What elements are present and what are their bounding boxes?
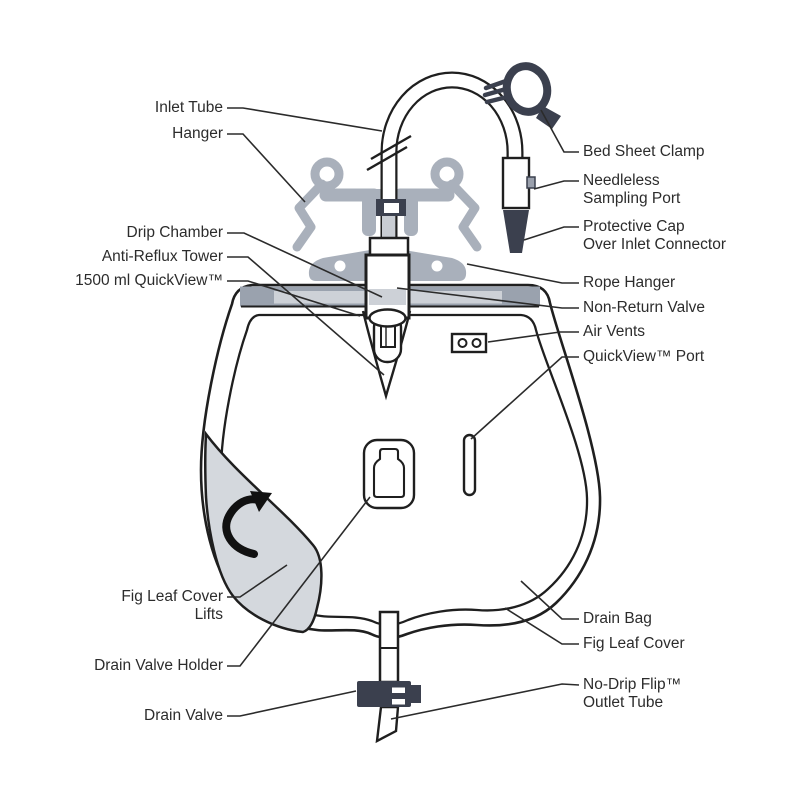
drain-valve-graphic bbox=[357, 681, 421, 707]
lift-arrow-icon bbox=[222, 491, 272, 558]
needleless-sampling-port-graphic bbox=[501, 156, 536, 210]
label-rope-hanger: Rope Hanger bbox=[583, 274, 676, 291]
label-needleless-sampling-port: Needleless Sampling Port bbox=[583, 172, 681, 207]
label-drain-valve: Drain Valve bbox=[144, 707, 223, 724]
label-protective-cap: Protective Cap Over Inlet Connector bbox=[583, 218, 727, 253]
outlet-tube-graphic bbox=[375, 610, 400, 744]
label-drain-bag: Drain Bag bbox=[583, 610, 652, 627]
protective-cap-graphic bbox=[503, 210, 529, 253]
inlet-tube-graphic bbox=[366, 71, 524, 257]
label-drain-valve-holder: Drain Valve Holder bbox=[94, 657, 223, 674]
label-anti-reflux-tower: Anti-Reflux Tower bbox=[101, 248, 223, 265]
air-vents-graphic bbox=[450, 332, 488, 354]
label-fig-leaf-cover: Fig Leaf Cover bbox=[583, 635, 685, 652]
label-bed-sheet-clamp: Bed Sheet Clamp bbox=[583, 143, 705, 160]
label-quickview-port: QuickView™ Port bbox=[583, 348, 705, 365]
leader-lines bbox=[227, 107, 580, 720]
label-drip-chamber: Drip Chamber bbox=[126, 224, 223, 241]
label-fig-leaf-cover-lifts: Fig Leaf Cover Lifts bbox=[121, 588, 223, 623]
drip-chamber-graphic bbox=[364, 236, 411, 328]
label-hanger: Hanger bbox=[172, 125, 223, 142]
label-air-vents: Air Vents bbox=[583, 323, 646, 340]
label-non-return-valve: Non-Return Valve bbox=[583, 299, 706, 316]
quickview-port-graphic bbox=[462, 433, 477, 497]
fig-leaf-fold bbox=[204, 430, 323, 634]
label-no-drip-flip-outlet-tube: No-Drip Flip™ Outlet Tube bbox=[583, 676, 682, 711]
label-inlet-tube: Inlet Tube bbox=[154, 99, 223, 116]
tube-connector bbox=[376, 199, 406, 216]
drain-valve-holder-graphic bbox=[362, 438, 416, 510]
label-1500ml-quickview: 1500 ml QuickView™ bbox=[75, 272, 223, 289]
